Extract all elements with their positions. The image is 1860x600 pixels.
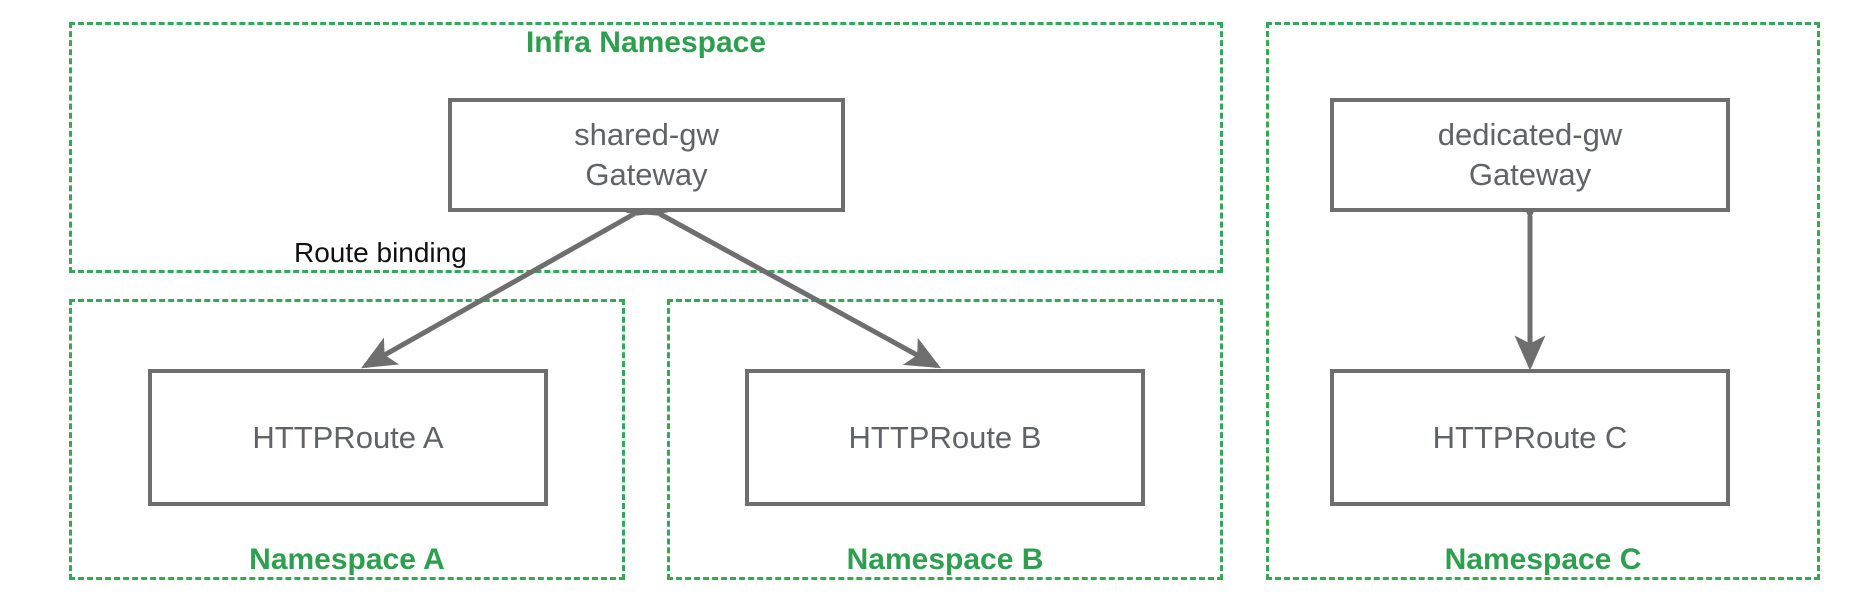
node-dedicated-gw-kind: Gateway (1468, 157, 1592, 192)
node-httproute-c-name: HTTPRoute C (1432, 419, 1628, 455)
node-httproute-a[interactable]: HTTPRoute A (148, 369, 548, 506)
namespace-label-infra: Infra Namespace (525, 26, 767, 59)
node-dedicated-gw-name: dedicated-gw (1437, 117, 1623, 153)
namespace-label-a: Namespace A (249, 543, 445, 576)
node-httproute-b-name: HTTPRoute B (848, 419, 1042, 455)
node-httproute-a-name: HTTPRoute A (252, 419, 444, 455)
node-shared-gw-gateway[interactable]: shared-gw Gateway (448, 98, 845, 212)
namespace-box-a (69, 299, 625, 580)
node-httproute-b[interactable]: HTTPRoute B (745, 369, 1145, 506)
node-shared-gw-kind: Gateway (585, 157, 708, 192)
namespace-label-c: Namespace C (1444, 543, 1642, 576)
namespace-box-b (667, 299, 1223, 580)
node-httproute-c[interactable]: HTTPRoute C (1330, 369, 1730, 506)
namespace-label-b: Namespace B (846, 543, 1044, 576)
node-dedicated-gw-gateway[interactable]: dedicated-gw Gateway (1330, 98, 1730, 212)
node-shared-gw-name: shared-gw (574, 117, 719, 153)
namespace-box-c (1266, 22, 1820, 580)
edge-label-route-binding: Route binding (294, 237, 467, 268)
